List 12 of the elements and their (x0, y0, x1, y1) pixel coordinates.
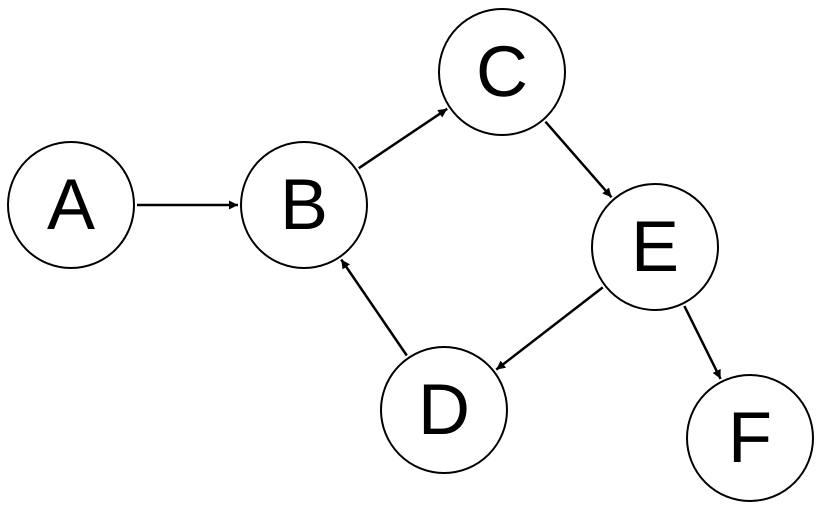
node-label: A (46, 169, 96, 241)
arrow (683, 306, 722, 380)
node-label: F (728, 402, 772, 474)
node-label: B (280, 169, 328, 241)
arrow (340, 258, 408, 356)
node-label: E (630, 211, 680, 283)
node-label: C (476, 36, 528, 108)
arrow (495, 286, 604, 371)
node-label: D (418, 374, 470, 446)
arrow (358, 108, 448, 170)
arrow (544, 120, 612, 198)
arrow (137, 200, 238, 210)
